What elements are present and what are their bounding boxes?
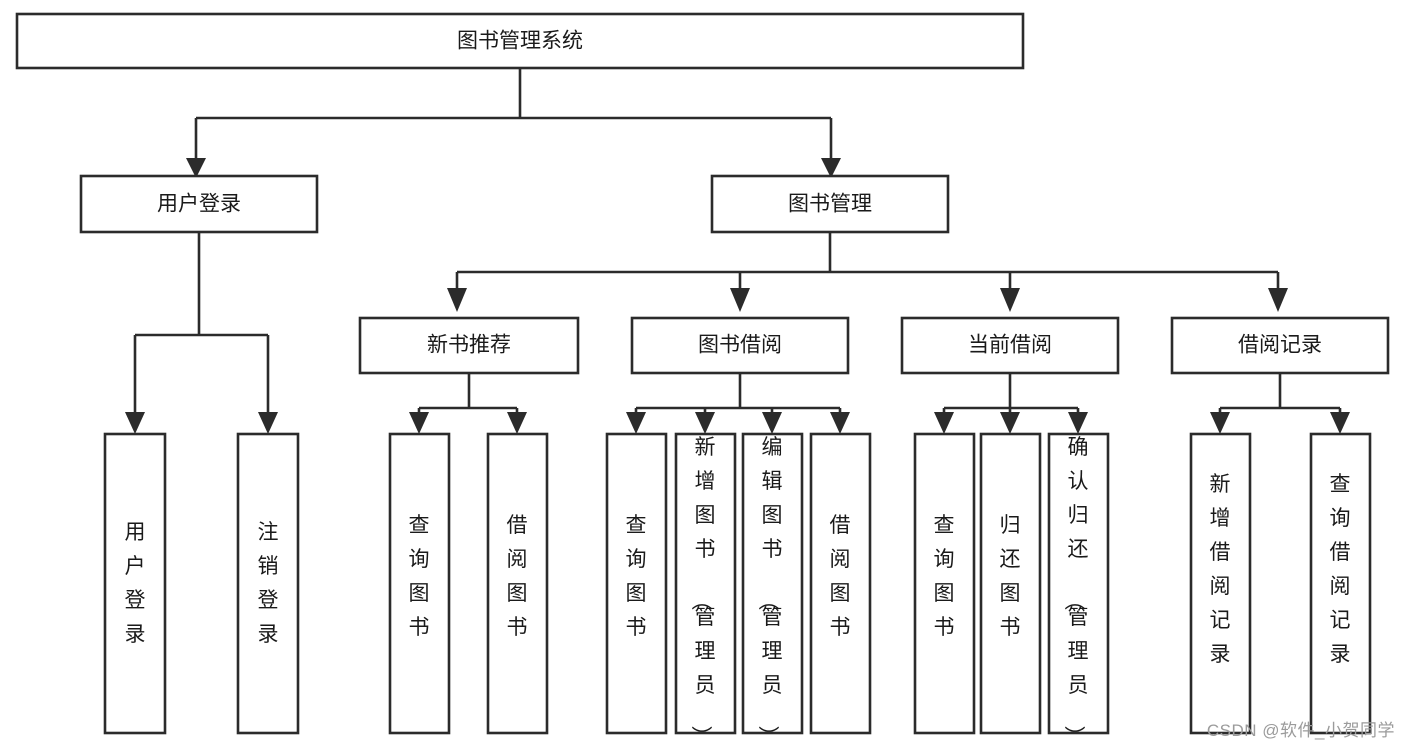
node-borrow-record[interactable]: 借阅记录 xyxy=(1170,316,1390,375)
leaf-recommend-1-box[interactable] xyxy=(486,432,549,735)
arrow-to-borrow-leaf-3 xyxy=(830,412,850,434)
leaf-recommend-0-label: 查询图书 xyxy=(409,514,430,639)
leaf-user-login-0-label: 用户登录 xyxy=(125,521,146,646)
leaf-user-login-0-box[interactable] xyxy=(103,432,167,735)
arrow-to-user-login-leaf-1 xyxy=(258,412,278,434)
arrow-to-user-login-leaf-0 xyxy=(125,412,145,434)
node-root-box[interactable] xyxy=(15,12,1025,70)
arrow-to-record-leaf-0 xyxy=(1210,412,1230,434)
leaf-current-borrow-2[interactable]: 确认归还（管理员） xyxy=(1047,432,1110,747)
node-new-book-recommend-label: 新书推荐 xyxy=(427,334,511,357)
node-new-book-recommend[interactable]: 新书推荐 xyxy=(358,316,580,375)
leaf-borrow-record-0-label: 新增借阅记录 xyxy=(1210,473,1231,666)
leaf-book-borrow-2-label: 编辑图书（管理员） xyxy=(757,436,783,747)
leaf-book-borrow-2[interactable]: 编辑图书（管理员） xyxy=(741,432,804,747)
leaf-current-borrow-0[interactable]: 查询图书 xyxy=(913,432,976,735)
node-book-borrow-box[interactable] xyxy=(630,316,850,375)
connector-root-bus xyxy=(186,68,841,178)
leaf-book-borrow-3-label: 借阅图书 xyxy=(830,514,851,639)
arrow-to-new-book-recommend xyxy=(447,288,467,312)
arrow-to-recommend-leaf-0 xyxy=(409,412,429,434)
connector-book-borrow-children xyxy=(626,373,850,434)
leaf-book-borrow-0-label: 查询图书 xyxy=(626,514,647,639)
node-root-label: 图书管理系统 xyxy=(457,30,583,53)
arrow-to-current-leaf-2 xyxy=(1068,412,1088,434)
node-borrow-record-box[interactable] xyxy=(1170,316,1390,375)
arrow-to-borrow-leaf-1 xyxy=(695,412,715,434)
leaf-borrow-record-1-label: 查询借阅记录 xyxy=(1330,473,1351,666)
node-book-manage-box[interactable] xyxy=(710,174,950,234)
node-user-login-label: 用户登录 xyxy=(157,193,241,216)
node-user-login[interactable]: 用户登录 xyxy=(79,174,319,234)
connector-current-borrow-children xyxy=(934,373,1088,434)
arrow-to-record-leaf-1 xyxy=(1330,412,1350,434)
leaf-book-borrow-3[interactable]: 借阅图书 xyxy=(809,432,872,735)
leaf-book-borrow-0[interactable]: 查询图书 xyxy=(605,432,668,735)
node-book-borrow[interactable]: 图书借阅 xyxy=(630,316,850,375)
leaf-borrow-record-1[interactable]: 查询借阅记录 xyxy=(1309,432,1372,735)
node-book-borrow-label: 图书借阅 xyxy=(698,334,782,357)
leaf-current-borrow-0-label: 查询图书 xyxy=(934,514,955,639)
node-current-borrow-box[interactable] xyxy=(900,316,1120,375)
leaf-current-borrow-1-label: 归还图书 xyxy=(1000,514,1021,639)
leaf-recommend-1-label: 借阅图书 xyxy=(507,514,528,639)
arrow-to-recommend-leaf-1 xyxy=(507,412,527,434)
leaf-book-borrow-0-box[interactable] xyxy=(605,432,668,735)
node-book-manage[interactable]: 图书管理 xyxy=(710,174,950,234)
leaf-user-login-1-box[interactable] xyxy=(236,432,300,735)
leaf-recommend-1[interactable]: 借阅图书 xyxy=(486,432,549,735)
leaf-book-borrow-1-label: 新增图书（管理员） xyxy=(690,436,716,747)
node-new-book-recommend-box[interactable] xyxy=(358,316,580,375)
connector-user-login-children xyxy=(125,232,278,434)
leaf-current-borrow-0-box[interactable] xyxy=(913,432,976,735)
leaf-recommend-0-box[interactable] xyxy=(388,432,451,735)
arrow-to-book-manage xyxy=(821,158,841,178)
node-current-borrow[interactable]: 当前借阅 xyxy=(900,316,1120,375)
leaf-book-borrow-1-box[interactable] xyxy=(674,432,737,735)
leaf-book-borrow-3-box[interactable] xyxy=(809,432,872,735)
node-current-borrow-label: 当前借阅 xyxy=(968,334,1052,357)
leaf-book-borrow-1[interactable]: 新增图书（管理员） xyxy=(674,432,737,747)
node-borrow-record-label: 借阅记录 xyxy=(1238,334,1322,357)
leaf-current-borrow-2-label: 确认归还（管理员） xyxy=(1063,436,1089,747)
node-user-login-box[interactable] xyxy=(79,174,319,234)
connector-book-manage-children xyxy=(447,232,1288,312)
leaf-user-login-1[interactable]: 注销登录 xyxy=(236,432,300,735)
arrow-to-current-borrow xyxy=(1000,288,1020,312)
node-book-manage-label: 图书管理 xyxy=(788,193,872,216)
arrow-to-current-leaf-0 xyxy=(934,412,954,434)
leaf-borrow-record-0[interactable]: 新增借阅记录 xyxy=(1189,432,1252,735)
leaf-recommend-0[interactable]: 查询图书 xyxy=(388,432,451,735)
arrow-to-current-leaf-1 xyxy=(1000,412,1020,434)
arrow-to-book-borrow xyxy=(730,288,750,312)
connector-borrow-record-children xyxy=(1210,373,1350,434)
arrow-to-user-login xyxy=(186,158,206,178)
leaf-book-borrow-2-box[interactable] xyxy=(741,432,804,735)
node-root[interactable]: 图书管理系统 xyxy=(15,12,1025,70)
arrow-to-borrow-leaf-0 xyxy=(626,412,646,434)
leaf-user-login-1-label: 注销登录 xyxy=(258,521,279,646)
connector-new-book-recommend-children xyxy=(409,373,527,434)
leaf-current-borrow-1-box[interactable] xyxy=(979,432,1042,735)
leaf-borrow-record-0-box[interactable] xyxy=(1189,432,1252,735)
leaf-user-login-0[interactable]: 用户登录 xyxy=(103,432,167,735)
arrow-to-borrow-record xyxy=(1268,288,1288,312)
arrow-to-borrow-leaf-2 xyxy=(762,412,782,434)
leaf-borrow-record-1-box[interactable] xyxy=(1309,432,1372,735)
leaf-current-borrow-1[interactable]: 归还图书 xyxy=(979,432,1042,735)
leaf-current-borrow-2-box[interactable] xyxy=(1047,432,1110,735)
